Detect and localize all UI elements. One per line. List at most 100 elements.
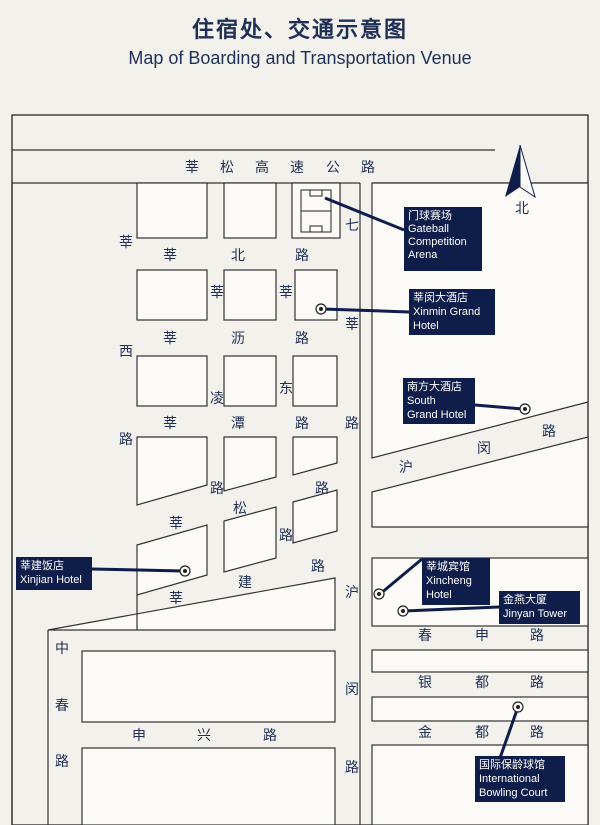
road-label-yindu: 银	[418, 675, 432, 691]
callout-text: Xincheng	[426, 575, 472, 587]
city-block	[292, 489, 338, 544]
road-label-xinli: 沥	[231, 331, 245, 347]
callout-box	[422, 558, 490, 605]
callout-text: 门球赛场	[408, 208, 452, 222]
city-block	[81, 747, 336, 825]
road-label-chunshen: 路	[530, 628, 544, 644]
poi-markers	[179, 303, 531, 713]
callout-text: Jinyan Tower	[503, 608, 567, 620]
city-block	[292, 436, 338, 476]
city-block	[136, 436, 208, 506]
road-label-humin-lower: 闵	[345, 682, 359, 698]
road-label-xinxi: 莘	[119, 234, 133, 251]
road-label-shenxing: 兴	[197, 728, 211, 744]
road-label-xinsong-expressway: 速	[290, 160, 304, 176]
road-label-xinbei: 莘	[163, 247, 177, 264]
road-label-jindu: 路	[530, 725, 544, 741]
road-label-xindong: 路	[279, 528, 293, 544]
road-label-xindong: 东	[279, 381, 293, 397]
road-label-zhongchun: 路	[55, 754, 69, 770]
place-callouts: 门球赛场GateballCompetitionArena莘闵大酒店Xinmin …	[16, 207, 580, 802]
road-label-xinxi: 路	[119, 432, 133, 448]
callout-box	[403, 378, 475, 424]
road-label-xinqi: 路	[345, 416, 359, 432]
road-label-xinqi: 莘	[345, 316, 359, 333]
road-label-xindong: 莘	[279, 284, 293, 301]
city-block	[223, 182, 277, 239]
callout-text: Bowling Court	[479, 787, 547, 799]
callout-text: Hotel	[413, 320, 439, 332]
connectors	[91, 196, 524, 759]
callout-text: 金燕大厦	[503, 592, 547, 606]
callout-text: Grand Hotel	[407, 409, 466, 421]
road-label-xinsong: 莘	[169, 515, 183, 532]
city-block	[136, 269, 208, 321]
road-label-shenxing: 申	[132, 728, 146, 744]
city-block	[81, 650, 336, 723]
road-label-humin-lower: 路	[345, 760, 359, 776]
road-label-xintan: 莘	[163, 415, 177, 432]
callout-text: Gateball	[408, 223, 449, 235]
road-label-xintan: 潭	[231, 415, 245, 432]
road-label-humin-upper: 闵	[477, 441, 491, 457]
road-label-xinqi: 七	[345, 218, 359, 234]
city-block	[223, 355, 277, 407]
road-label-shenxing: 路	[263, 728, 277, 744]
road-label-xinjian: 路	[311, 559, 325, 575]
road-label-xinsong-expressway: 高	[255, 159, 269, 176]
road-label-xinxi: 西	[119, 344, 133, 360]
road-label-yindu: 路	[530, 675, 544, 691]
road-label-chunshen: 申	[475, 628, 489, 644]
callout-text: Xinjian Hotel	[20, 574, 82, 586]
road-label-xinling: 凌	[210, 391, 224, 407]
city-block	[136, 182, 208, 239]
city-block	[223, 269, 277, 321]
city-block	[47, 577, 336, 631]
city-block	[292, 355, 338, 407]
callout-box	[499, 591, 580, 624]
road-label-xinjian: 莘	[169, 590, 183, 607]
callout-text: Arena	[408, 249, 438, 261]
callout-jinyan: 金燕大厦 Jinyan Tower	[499, 591, 580, 624]
callout-box	[475, 756, 565, 802]
road-label-xinsong: 路	[315, 481, 329, 497]
road-label-xinli: 莘	[163, 330, 177, 347]
road-label-xinsong-expressway: 莘	[185, 159, 199, 176]
compass-north-icon	[505, 144, 536, 199]
compass-label: 北	[515, 201, 529, 217]
road-label-xinsong-expressway: 松	[220, 160, 234, 176]
road-label-xinbei: 北	[231, 248, 245, 264]
road-label-chunshen: 春	[418, 628, 432, 644]
road-label-xinli: 路	[295, 331, 309, 347]
road-label-zhongchun: 春	[55, 698, 69, 714]
road-label-xinbei: 路	[295, 248, 309, 264]
city-block	[136, 524, 208, 596]
road-label-xinling: 路	[210, 481, 224, 497]
road-label-jindu: 金	[418, 725, 432, 741]
map-subtitle: Map of Boarding and Transportation Venue	[128, 48, 472, 68]
road-label-xinsong: 松	[233, 501, 247, 517]
callout-text: 莘建饭店	[20, 558, 64, 572]
city-block	[223, 436, 277, 492]
road-label-xinling: 莘	[210, 284, 224, 301]
callout-text: 莘城宾馆	[426, 559, 470, 573]
callout-xinjian: 莘建饭店 Xinjian Hotel	[16, 557, 92, 590]
callout-text: 国际保龄球馆	[479, 757, 545, 771]
callout-text: Competition	[408, 236, 467, 248]
callout-box	[409, 289, 495, 335]
callout-text: Xinmin Grand	[413, 306, 480, 318]
road-label-yindu: 都	[475, 675, 489, 691]
road-label-xinjian: 建	[238, 575, 252, 591]
callout-text: International	[479, 773, 540, 785]
road-label-humin-upper: 沪	[399, 460, 413, 476]
road-label-xintan: 路	[295, 416, 309, 432]
callout-text: South	[407, 395, 436, 407]
callout-text: 南方大酒店	[407, 379, 462, 393]
city-block	[371, 696, 589, 722]
road-label-jindu: 都	[475, 725, 489, 741]
city-block	[371, 436, 589, 528]
